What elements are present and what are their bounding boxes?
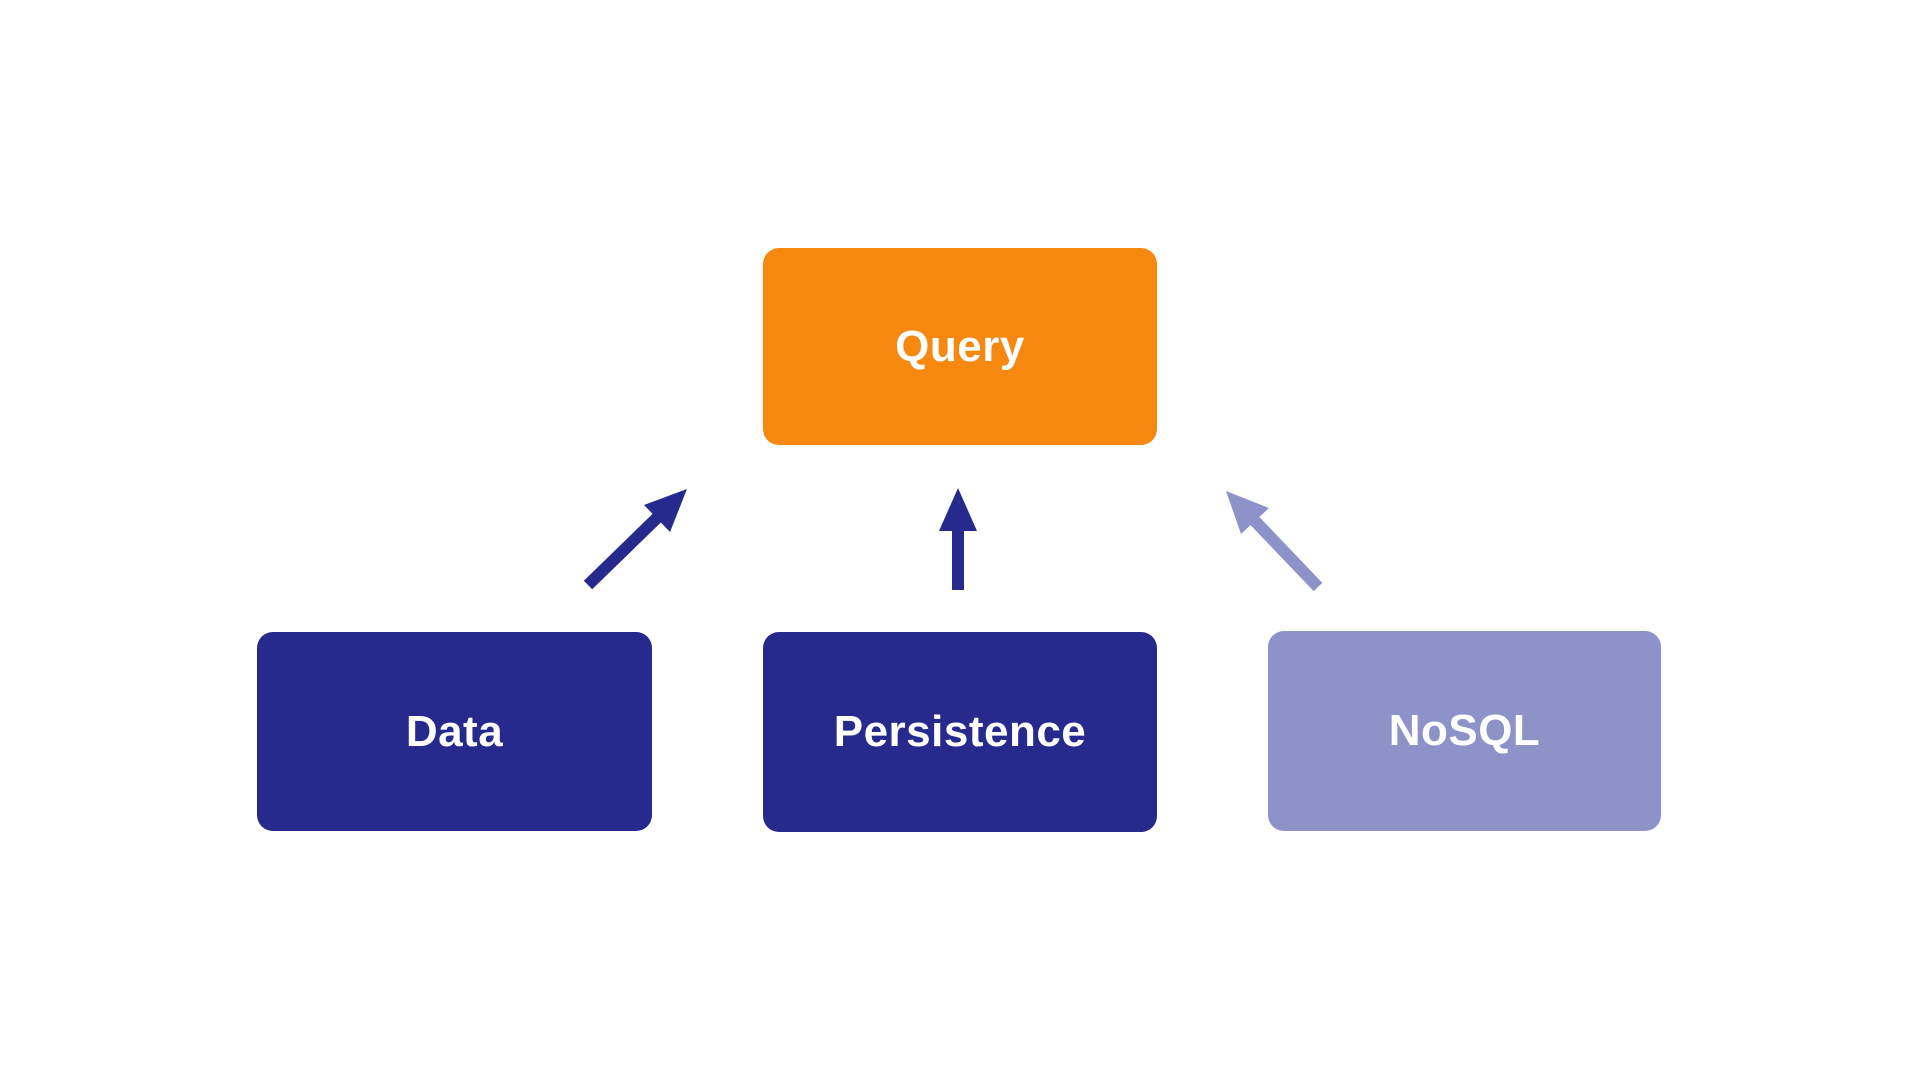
arrow-nosql-to-query-icon <box>1226 491 1323 592</box>
node-data: Data <box>257 632 652 831</box>
node-nosql-label: NoSQL <box>1388 706 1541 755</box>
arrow-nosql-to-query-head <box>1226 491 1269 534</box>
node-nosql: NoSQL <box>1268 631 1661 831</box>
node-query-label: Query <box>895 321 1025 371</box>
node-persistence: Persistence <box>763 632 1157 832</box>
arrow-data-to-query-icon <box>583 489 687 590</box>
node-query: Query <box>763 248 1157 445</box>
arrow-nosql-to-query-shaft <box>1247 513 1323 592</box>
arrow-data-to-query-head <box>644 489 687 532</box>
arrow-persistence-to-query-head <box>939 488 977 531</box>
arrow-persistence-to-query-icon <box>939 488 977 590</box>
arrow-data-to-query-shaft <box>583 510 665 590</box>
node-persistence-label: Persistence <box>833 707 1087 756</box>
node-data-label: Data <box>405 706 504 756</box>
